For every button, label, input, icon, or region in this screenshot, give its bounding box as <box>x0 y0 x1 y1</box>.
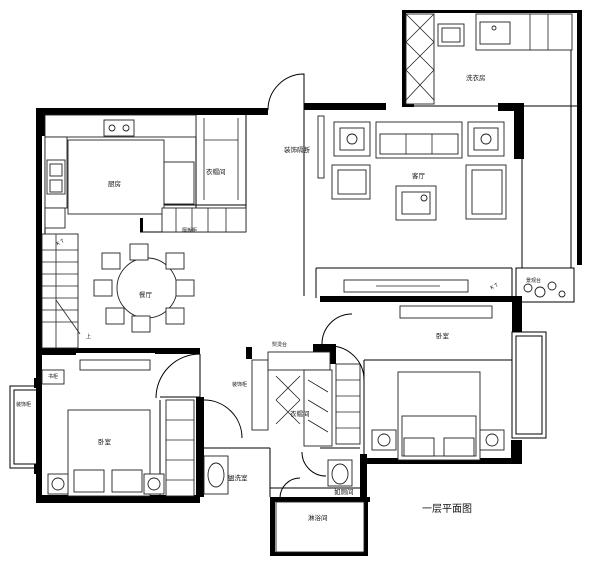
label-toilet: 如厕间 <box>334 487 354 496</box>
kitchen-fixtures <box>44 114 247 233</box>
label-ironing: 熨烫台 <box>272 341 287 348</box>
label-stair-up: 上 <box>86 333 91 340</box>
label-planter: 景观台 <box>526 277 541 284</box>
label-bookcase: 书柜 <box>48 373 58 380</box>
label-decor-cabinet-left: 装饰柜 <box>16 401 31 408</box>
label-bathroom: 盥洗室 <box>228 473 248 482</box>
label-decor-partition: 装饰隔断 <box>284 145 311 154</box>
label-cloakroom-mid: 衣帽间 <box>290 409 310 418</box>
label-living: 客厅 <box>412 171 426 180</box>
label-bedroom-right: 卧室 <box>436 331 450 340</box>
doors <box>155 73 365 499</box>
bathroom-fixtures <box>203 455 365 553</box>
label-dining: 餐厅 <box>139 290 153 299</box>
living-room-furniture <box>317 115 507 293</box>
kt-tag-right: K T <box>490 282 501 291</box>
label-laundry: 洗衣房 <box>466 73 486 82</box>
partition-lines <box>44 30 577 497</box>
label-partition-cabinet: 隔板柜 <box>182 227 197 234</box>
laundry-fixtures <box>405 13 573 105</box>
left-bedroom-furniture <box>41 359 195 497</box>
dining-set <box>93 243 195 333</box>
label-kitchen: 厨房 <box>108 179 121 188</box>
middle-cloakroom-fixtures <box>251 351 361 447</box>
staircase <box>41 233 81 349</box>
planter-fixtures <box>523 281 566 298</box>
kt-tag-left: K T <box>56 238 67 247</box>
room-labels: 洗衣房 厨房 衣帽间 隔板柜 装饰隔断 客厅 餐厅 卧室 卧室 衣帽间 盥洗室 … <box>16 73 541 522</box>
label-bedroom-left: 卧室 <box>98 437 112 446</box>
label-cloakroom-top: 衣帽间 <box>206 167 226 176</box>
label-shower: 淋浴间 <box>308 513 328 522</box>
structural-walls <box>9 10 582 556</box>
right-bedroom-furniture <box>371 305 505 461</box>
plan-title: 一层平面图 <box>422 503 472 515</box>
label-decor-cabinet: 装饰柜 <box>232 381 247 388</box>
